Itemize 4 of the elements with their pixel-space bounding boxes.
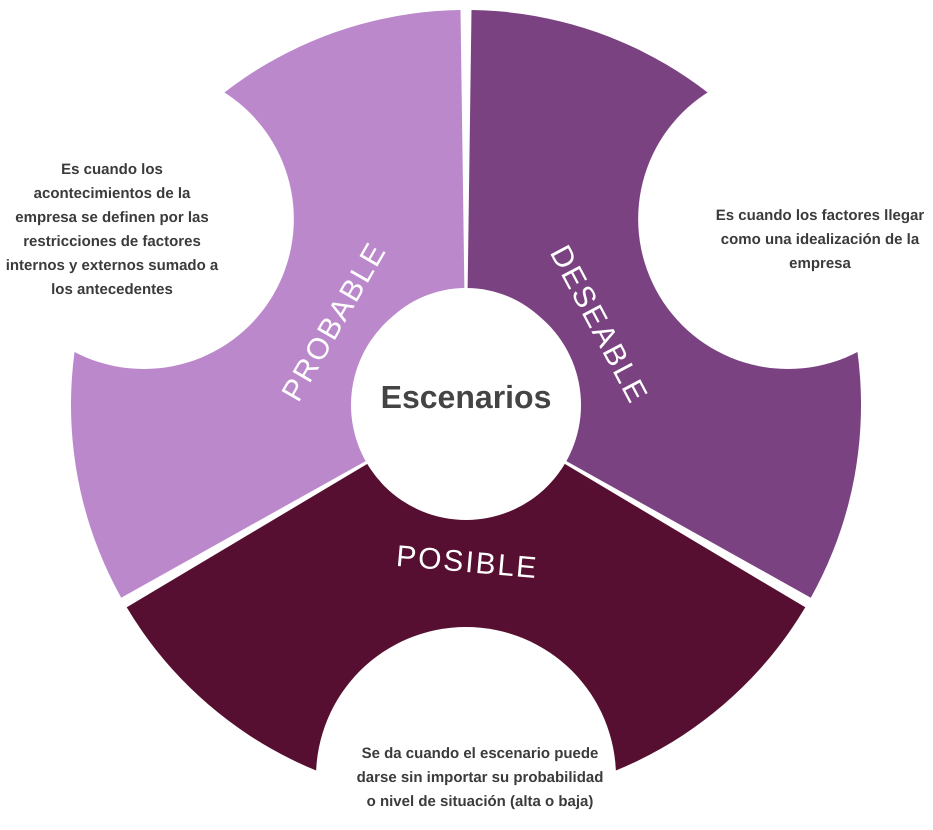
description-text: Es cuando los acontecimientos de la empresa se definen por las restricciones de factores internos y externos sumado a los antecedentes (4, 160, 220, 300)
segment-label: POSIBLE (394, 540, 540, 586)
description-text: Es cuando los factores llegar como una idealización de la empresa (714, 206, 926, 274)
description-text: Se da cuando el escenario puede darse sin importar su probabilidad o nivel de situación (alta o baja) (356, 744, 604, 812)
